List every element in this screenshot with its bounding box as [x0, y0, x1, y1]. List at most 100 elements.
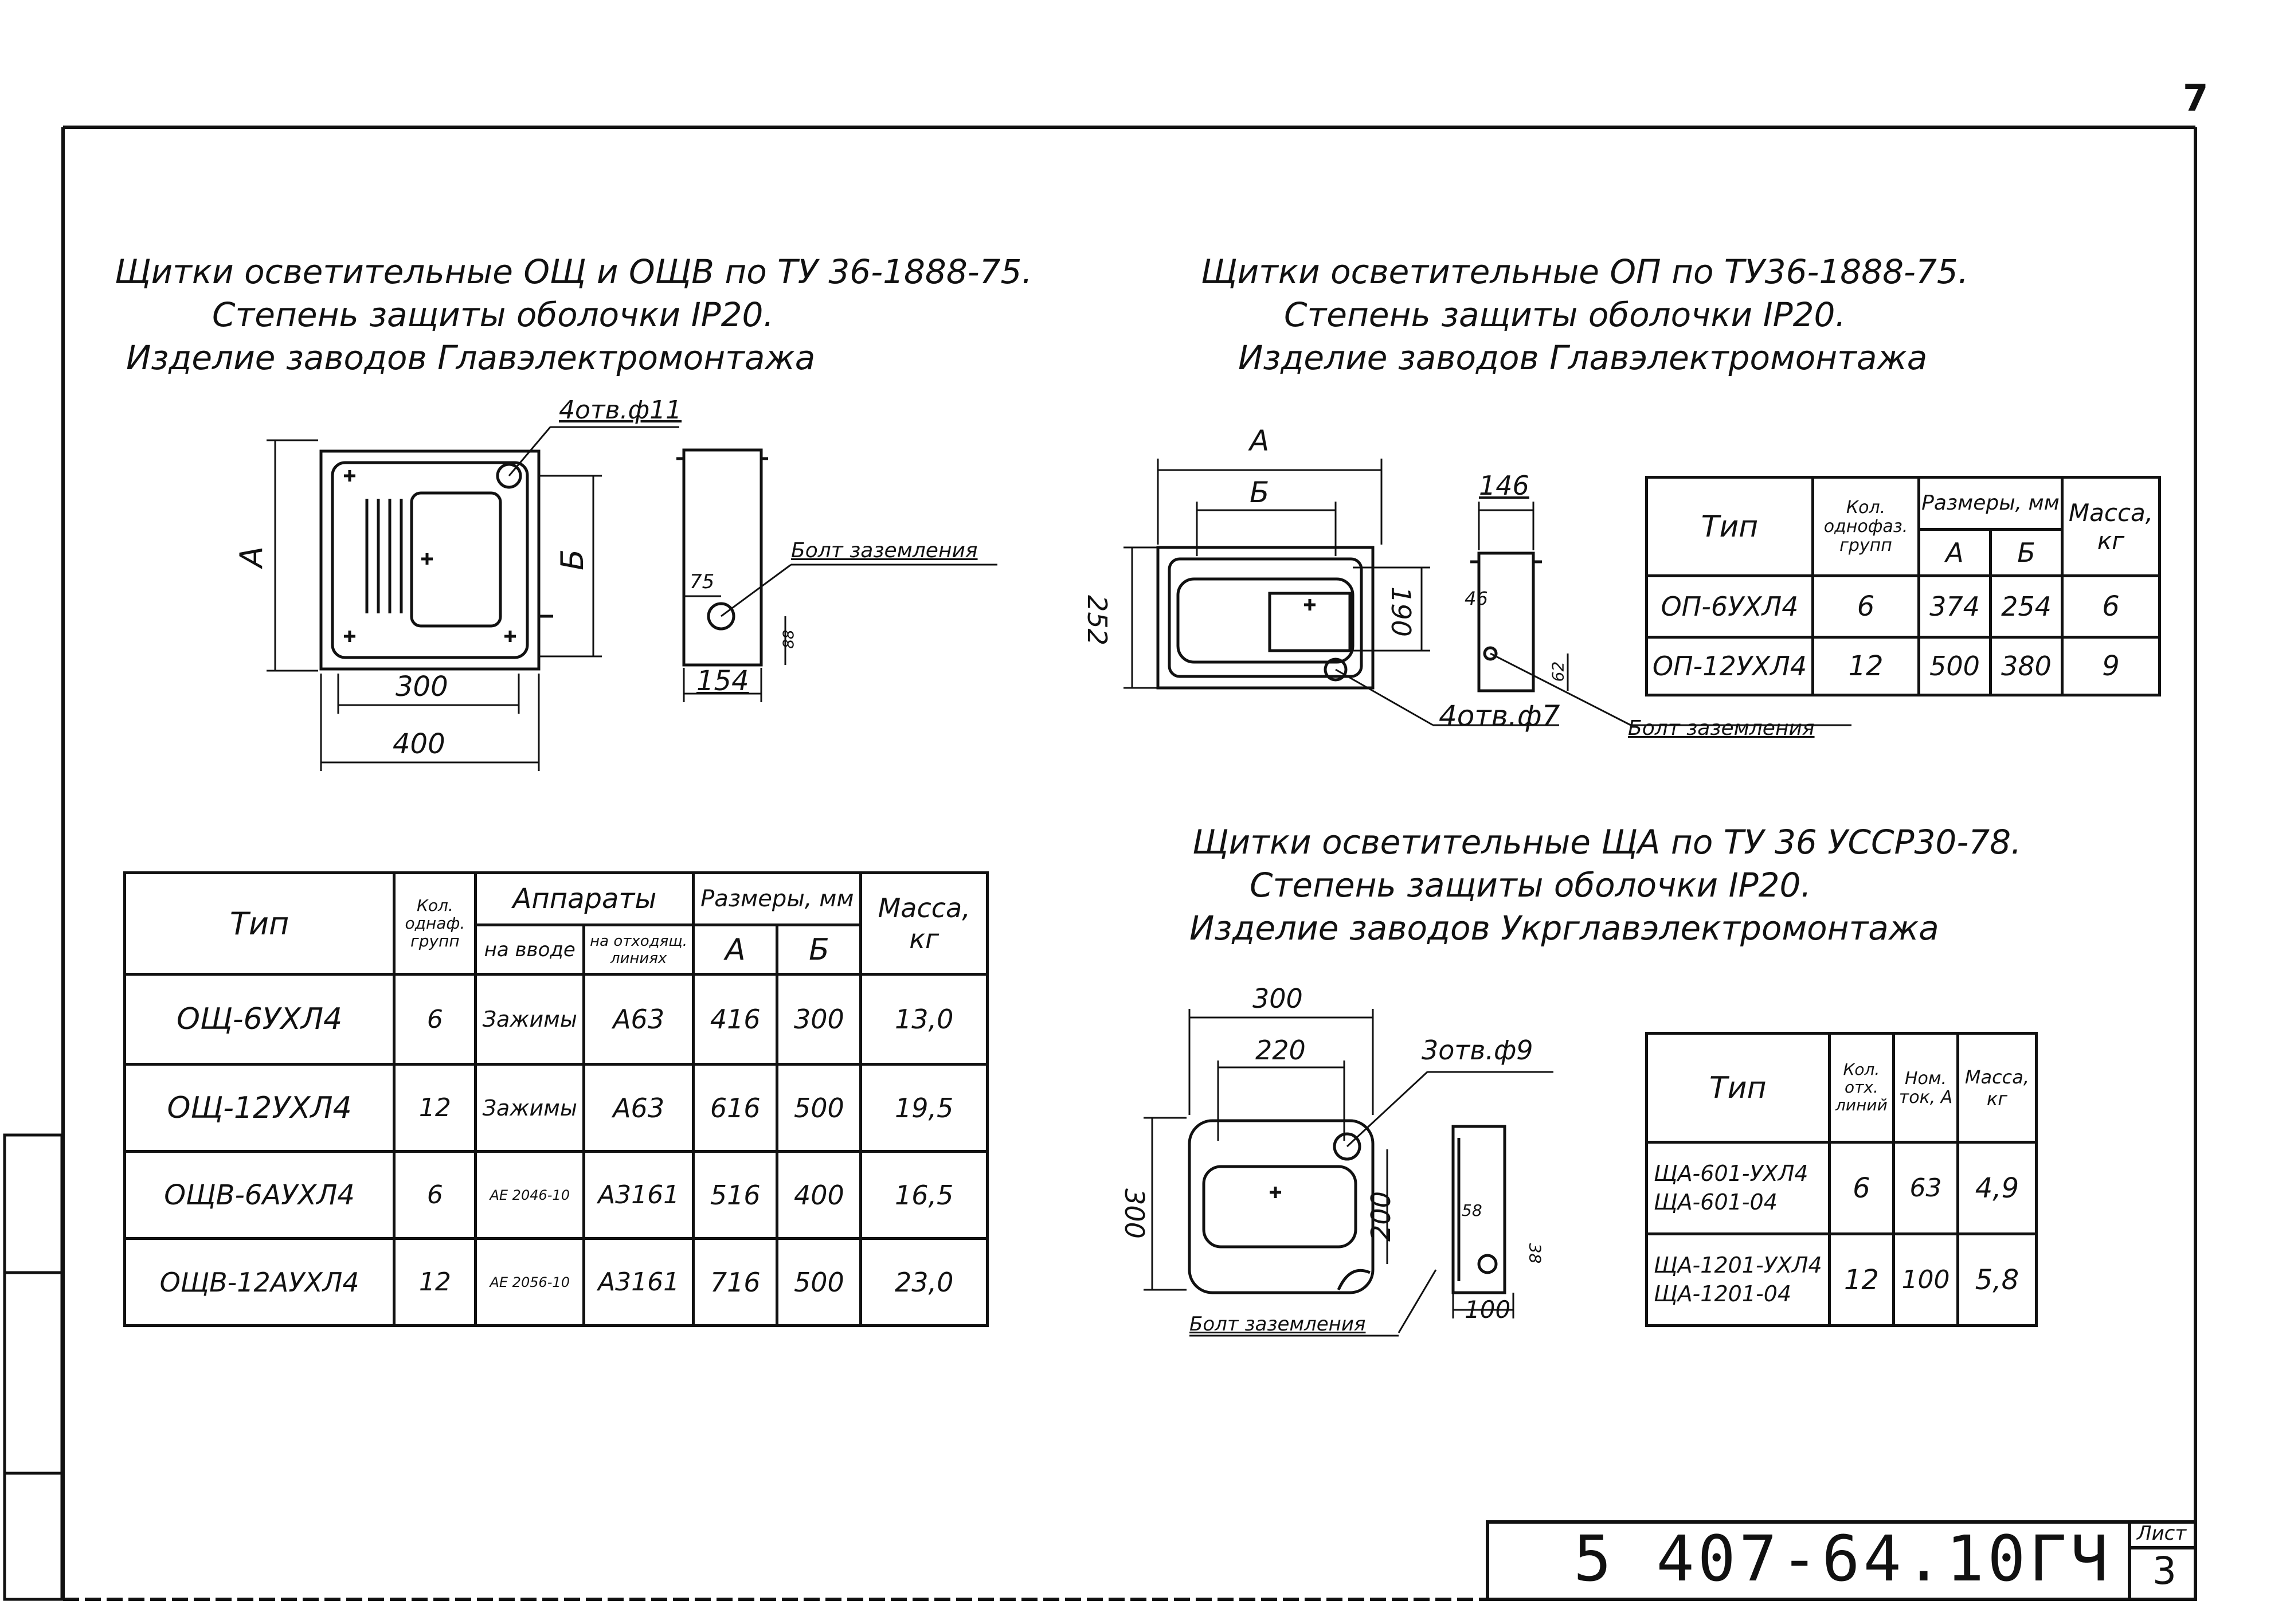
- row-a: 374: [1917, 574, 1992, 639]
- op-spec-table: Тип Кол. однофаз. групп Размеры, мм Масс…: [1645, 475, 2161, 697]
- row-type: ОЩ-6УХЛ4: [123, 973, 396, 1066]
- row-groups: 6: [393, 1150, 477, 1240]
- op-holes-label: 4отв.ф7: [1439, 699, 1560, 733]
- sha-title-line-1: Щитки осветительные ЩА по ТУ 36 УССР30-7…: [1192, 823, 2022, 862]
- op-dim-62: 62: [1548, 661, 1568, 682]
- sha-holes-label: 3отв.ф9: [1422, 1035, 1533, 1066]
- document-code: 5 407-64.10ГЧ: [1573, 1522, 2112, 1595]
- sha-side-view: [1189, 1125, 1514, 1337]
- row-a: 616: [692, 1063, 779, 1153]
- row-groups: 6: [393, 973, 477, 1066]
- row-b: 254: [1989, 574, 2064, 639]
- row-type: ЩА-1201-УХЛ4 ЩА-1201-04: [1645, 1232, 1831, 1327]
- osch-dim-a: А: [233, 546, 269, 568]
- row-b: 300: [776, 973, 863, 1066]
- sha-front-view: [1144, 1009, 1553, 1294]
- row-input: АЕ 2046-10: [474, 1150, 585, 1240]
- row-outgoing: А3161: [582, 1150, 695, 1240]
- row-lines: 12: [1827, 1232, 1896, 1327]
- op-side-view: [1470, 502, 1851, 726]
- col-groups-header: Кол. однаф. групп: [393, 871, 477, 976]
- row-type-2: ЩА-601-04: [1654, 1189, 1778, 1215]
- op-dim-b: Б: [1250, 476, 1270, 509]
- row-a: 500: [1917, 635, 1992, 697]
- row-input: Зажимы: [474, 1063, 585, 1153]
- row-type: ОЩВ-6АУХЛ4: [123, 1150, 396, 1240]
- sha-dim-58: 58: [1462, 1201, 1482, 1220]
- sha-spec-table: Тип Кол. отх. линий Ном. ток, А Масса, к…: [1645, 1032, 2038, 1327]
- op-dim-a: А: [1250, 424, 1270, 457]
- sha-dim-200: 200: [1365, 1191, 1396, 1242]
- op-title-line-2: Степень защиты оболочки IP20.: [1284, 295, 1846, 334]
- osch-dim-88: 88: [780, 629, 798, 649]
- sha-dim-300-top: 300: [1252, 983, 1303, 1014]
- col-type-header: Тип: [123, 871, 396, 976]
- row-mass: 9: [2061, 635, 2161, 697]
- col-mass-header: Масса, кг: [1956, 1032, 2038, 1144]
- col-sizes-header: Размеры, мм: [692, 871, 863, 927]
- col-type-header: Тип: [1645, 475, 1814, 578]
- col-groups-header: Кол. однофаз. групп: [1811, 475, 1920, 578]
- row-b: 500: [776, 1237, 863, 1327]
- col-mass-header: Масса, кг: [859, 871, 989, 976]
- table-row: ОП-12УХЛ4 12 500 380 9: [1645, 635, 2161, 697]
- table-row: ЩА-601-УХЛ4 ЩА-601-04 6 63 4,9: [1645, 1141, 2038, 1235]
- osch-dim-300: 300: [396, 671, 448, 703]
- op-dim-252: 252: [1081, 595, 1113, 645]
- col-apparatus-header: Аппараты: [474, 871, 695, 927]
- row-type-2: ЩА-1201-04: [1654, 1281, 1792, 1306]
- osch-dim-154: 154: [696, 665, 749, 697]
- osch-title-line-2: Степень защиты оболочки IP20.: [212, 295, 774, 334]
- row-a: 416: [692, 973, 779, 1066]
- osch-holes-label: 4отв.ф11: [559, 396, 682, 425]
- row-type: ОЩ-12УХЛ4: [123, 1063, 396, 1153]
- row-mass: 4,9: [1956, 1141, 2038, 1235]
- row-type: ОЩВ-12АУХЛ4: [123, 1237, 396, 1327]
- row-type: ОП-6УХЛ4: [1645, 574, 1814, 639]
- row-type-1: ЩА-1201-УХЛ4: [1654, 1253, 1822, 1278]
- row-groups: 12: [1811, 635, 1920, 697]
- col-b-header: Б: [1989, 528, 2064, 578]
- sheet-number: 3: [2152, 1549, 2176, 1593]
- table-row: ОЩВ-12АУХЛ4 12 АЕ 2056-10 А3161 716 500 …: [123, 1237, 989, 1327]
- row-b: 500: [776, 1063, 863, 1153]
- row-outgoing: А63: [582, 973, 695, 1066]
- sha-dim-100: 100: [1465, 1296, 1511, 1324]
- col-sizes-header: Размеры, мм: [1917, 475, 2064, 531]
- col-outgoing-header: на отходящ. линиях: [582, 923, 695, 976]
- row-type: ЩА-601-УХЛ4 ЩА-601-04: [1645, 1141, 1831, 1235]
- osch-ground-bolt-label: Болт заземления: [791, 539, 978, 562]
- col-type-header: Тип: [1645, 1032, 1831, 1144]
- row-outgoing: А63: [582, 1063, 695, 1153]
- table-row: ОЩ-12УХЛ4 12 Зажимы А63 616 500 19,5: [123, 1063, 989, 1153]
- row-b: 380: [1989, 635, 2064, 697]
- sha-title-line-2: Степень защиты оболочки IP20.: [1250, 866, 1811, 905]
- row-mass: 5,8: [1956, 1232, 2038, 1327]
- row-groups: 12: [393, 1237, 477, 1327]
- row-input: АЕ 2056-10: [474, 1237, 585, 1327]
- row-current: 100: [1892, 1232, 1959, 1327]
- col-input-header: на вводе: [474, 923, 585, 976]
- row-a: 716: [692, 1237, 779, 1327]
- sha-dim-300-side: 300: [1118, 1188, 1150, 1239]
- osch-title-line-1: Щитки осветительные ОЩ и ОЩВ по ТУ 36-18…: [115, 252, 1032, 291]
- table-row: ОП-6УХЛ4 6 374 254 6: [1645, 574, 2161, 639]
- table-row: ОЩ-6УХЛ4 6 Зажимы А63 416 300 13,0: [123, 973, 989, 1066]
- row-current: 63: [1892, 1141, 1959, 1235]
- col-b-header: Б: [776, 923, 863, 976]
- row-mass: 19,5: [859, 1063, 989, 1153]
- osch-dim-400: 400: [393, 728, 445, 760]
- row-mass: 23,0: [859, 1237, 989, 1327]
- table-row: ЩА-1201-УХЛ4 ЩА-1201-04 12 100 5,8: [1645, 1232, 2038, 1327]
- row-b: 400: [776, 1150, 863, 1240]
- row-outgoing: А3161: [582, 1237, 695, 1327]
- sheet-label: Лист: [2137, 1522, 2187, 1545]
- osch-dim-75: 75: [690, 570, 715, 593]
- col-a-header: А: [692, 923, 779, 976]
- row-mass: 6: [2061, 574, 2161, 639]
- row-a: 516: [692, 1150, 779, 1240]
- osch-spec-table: Тип Кол. однаф. групп Аппараты Размеры, …: [123, 871, 989, 1327]
- row-type-1: ЩА-601-УХЛ4: [1654, 1161, 1808, 1187]
- op-front-view: [1123, 459, 1559, 726]
